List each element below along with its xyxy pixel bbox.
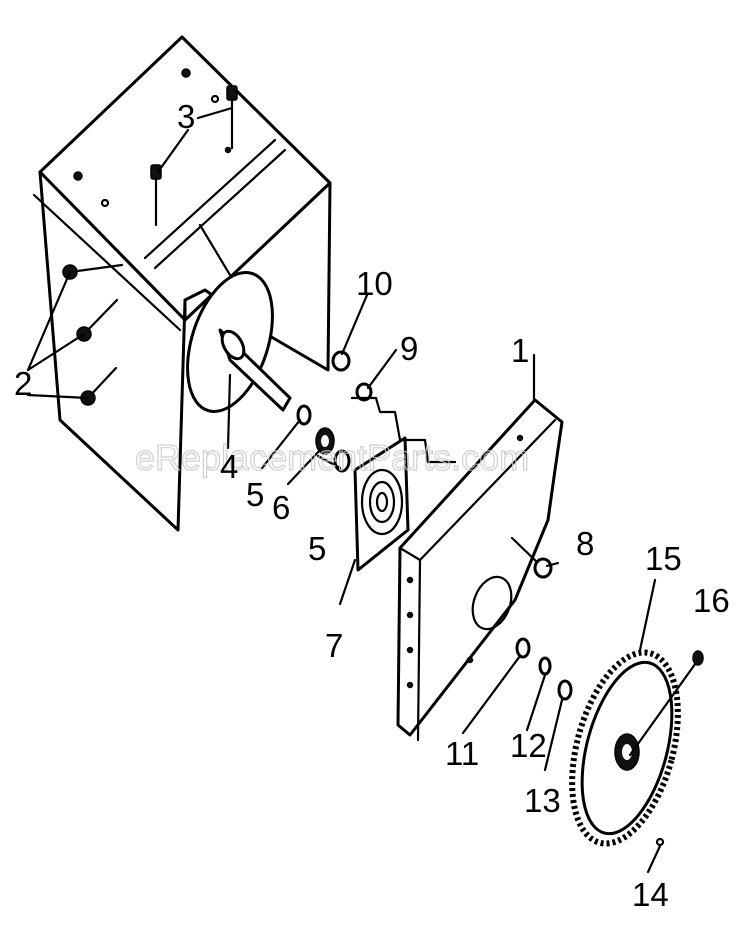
callout-6: 6 <box>272 489 290 526</box>
bearing-6 <box>315 427 335 455</box>
callout-5b: 5 <box>308 530 326 567</box>
washer-5-upper <box>296 404 312 426</box>
washer-12 <box>538 656 552 676</box>
callout-13: 13 <box>524 782 561 819</box>
callout-labels: 1 2 3 4 5 5 6 7 8 9 10 11 12 13 14 15 16 <box>14 98 730 913</box>
screw-16 <box>628 650 704 757</box>
callout-11: 11 <box>445 735 479 772</box>
gear-15 <box>569 649 681 847</box>
callout-16: 16 <box>693 582 730 619</box>
watermark-text: eReplacementParts.com <box>135 437 529 478</box>
lock-nut-10 <box>331 350 351 372</box>
callout-2: 2 <box>14 365 32 402</box>
assembly-centerline <box>350 396 457 464</box>
housing-hole <box>100 198 110 208</box>
callout-1: 1 <box>511 332 529 369</box>
impeller-shaft-4 <box>186 271 292 413</box>
callout-10: 10 <box>356 265 393 302</box>
callout-9: 9 <box>400 330 418 367</box>
side-plate-1 <box>396 398 564 742</box>
callout-12: 12 <box>510 727 547 764</box>
housing-hole <box>210 94 220 104</box>
carriage-bolts-3 <box>150 85 238 227</box>
callout-8: 8 <box>576 525 594 562</box>
washer-11 <box>515 637 531 659</box>
callout-14: 14 <box>632 876 669 913</box>
bolt-8 <box>510 536 553 579</box>
washer-13 <box>557 679 573 701</box>
callout-3: 3 <box>177 98 195 135</box>
housing-hole <box>73 171 83 181</box>
callout-7: 7 <box>325 627 343 664</box>
housing-hole <box>224 146 232 154</box>
bearing-flange-7 <box>353 436 410 572</box>
callout-5a: 5 <box>246 476 264 513</box>
callout-4: 4 <box>220 448 238 485</box>
leader-lines <box>26 106 662 874</box>
callout-15: 15 <box>645 540 682 577</box>
housing-hole <box>181 68 191 78</box>
pin-14 <box>655 837 665 847</box>
